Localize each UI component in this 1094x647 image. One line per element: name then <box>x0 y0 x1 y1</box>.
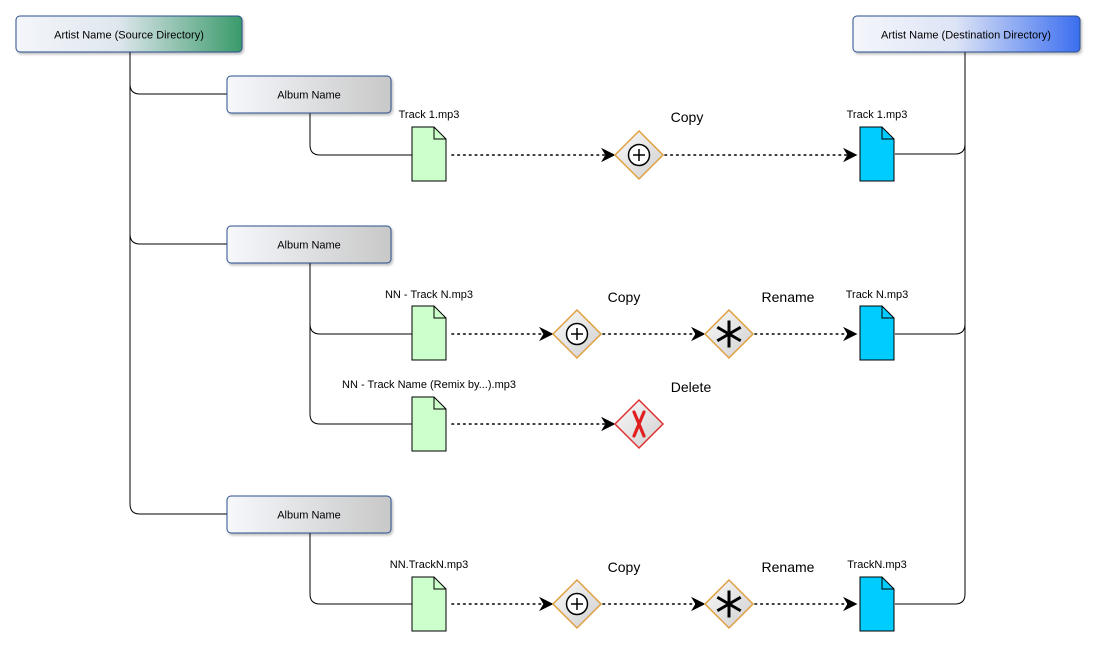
album-label: Album Name <box>277 510 341 522</box>
destination-file-document-icon <box>859 305 895 361</box>
rename-action-label: Rename <box>762 559 815 575</box>
source-file-document-icon <box>411 305 447 361</box>
copy-gateway <box>551 578 603 630</box>
source-file-name: NN.TrackN.mp3 <box>390 559 468 571</box>
plus-circle-icon <box>565 592 589 616</box>
source-file-name: Track 1.mp3 <box>399 109 460 121</box>
album-label: Album Name <box>277 90 341 102</box>
copy-gateway <box>613 129 665 181</box>
destination-file-name: Track N.mp3 <box>846 289 909 301</box>
source-directory-label: Artist Name (Source Directory) <box>54 30 204 42</box>
destination-file-name: TrackN.mp3 <box>847 559 907 571</box>
rename-gateway <box>703 578 755 630</box>
destination-file-document-icon <box>859 576 895 632</box>
rename-action-label: Rename <box>762 289 815 305</box>
source-file-document-icon <box>411 126 447 182</box>
copy-gateway <box>551 308 603 360</box>
source-file-name: NN - Track Name (Remix by...).mp3 <box>342 379 516 391</box>
copy-action-label: Copy <box>608 559 641 575</box>
asterisk-icon <box>716 590 742 618</box>
flow-arrows <box>451 147 858 612</box>
album-label: Album Name <box>277 240 341 252</box>
album-box: Album Name <box>226 75 392 114</box>
rename-gateway <box>703 308 755 360</box>
source-directory-box: Artist Name (Source Directory) <box>15 15 243 53</box>
destination-tree-connectors <box>895 52 966 605</box>
album-box: Album Name <box>226 495 392 534</box>
source-tree-connectors <box>129 52 412 605</box>
source-file-document-icon <box>411 576 447 632</box>
asterisk-icon <box>716 320 742 348</box>
destination-directory-label: Artist Name (Destination Directory) <box>881 30 1051 42</box>
copy-action-label: Copy <box>671 109 704 125</box>
plus-circle-icon <box>565 322 589 346</box>
destination-directory-box: Artist Name (Destination Directory) <box>852 15 1081 53</box>
copy-action-label: Copy <box>608 289 641 305</box>
destination-file-name: Track 1.mp3 <box>847 109 908 121</box>
source-file-name: NN - Track N.mp3 <box>385 289 473 301</box>
delete-gateway <box>613 398 665 450</box>
delete-action-label: Delete <box>671 379 712 395</box>
plus-circle-icon <box>627 143 651 167</box>
destination-file-document-icon <box>859 126 895 182</box>
x-mark-icon <box>632 410 646 438</box>
album-box: Album Name <box>226 225 392 264</box>
source-file-document-icon <box>411 396 447 452</box>
